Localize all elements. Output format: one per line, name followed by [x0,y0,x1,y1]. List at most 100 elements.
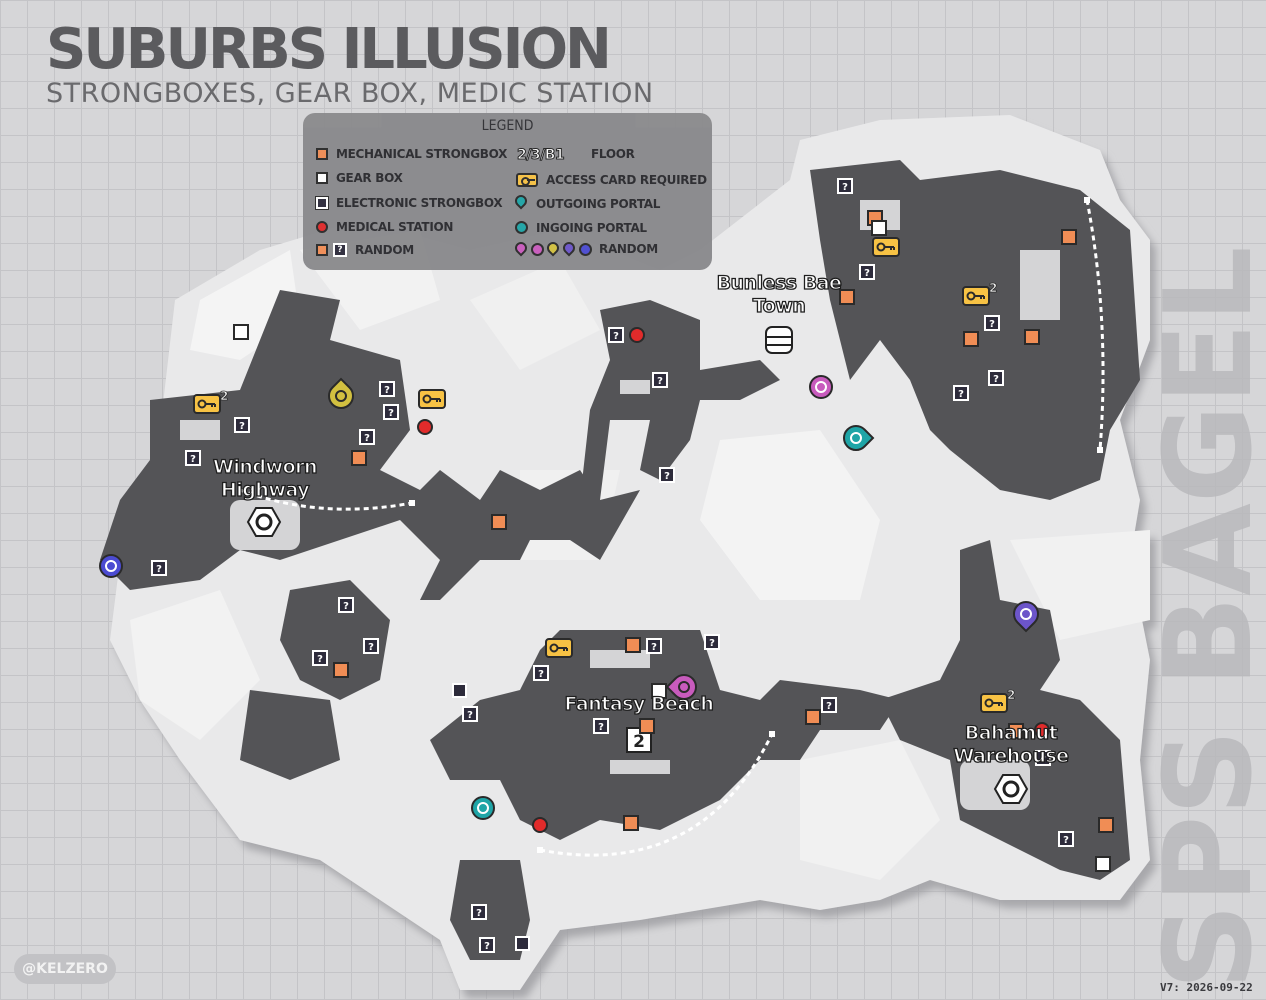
question-mark-icon: ? [379,381,395,397]
portal-pin-icon [328,377,354,409]
location-windworn-highway: Windworn Highway [205,455,325,502]
electronic-strongbox [515,936,530,951]
svg-text:?: ? [993,374,999,385]
svg-text:?: ? [239,421,245,432]
legend-panel: LEGEND MECHANICAL STRONGBOX GEAR BOX ELE… [303,113,712,270]
svg-text:?: ? [613,331,619,342]
electronic-strongbox-swatch [315,196,329,210]
svg-text:?: ? [476,908,482,919]
mechanical-strongbox [625,637,641,653]
legend-random-left: RANDOM [355,243,414,257]
medical-station [532,817,548,833]
mechanical-strongbox-swatch [316,148,328,160]
mechanical-strongbox [1024,329,1040,345]
medical-stations [417,327,1050,833]
question-mark-icon: ? [312,650,328,666]
mechanical-strongboxes [333,210,1114,833]
barrel-icon [765,326,793,354]
svg-text:?: ? [1063,835,1069,846]
svg-text:?: ? [190,454,196,465]
svg-text:?: ? [709,638,715,649]
question-mark-icon: ? [151,560,167,576]
question-mark-icon: ? [652,372,668,388]
svg-text:?: ? [368,642,374,653]
electronic-strongboxes [452,683,530,951]
portal-ring-icon [515,221,528,234]
gear-box-swatch [316,172,328,184]
svg-text:?: ? [484,941,490,952]
key-card-icon [516,173,538,187]
medical-station [629,327,645,343]
question-mark-icon: ? [462,706,478,722]
question-mark-icon: ? [704,634,720,650]
svg-text:2: 2 [1007,688,1015,702]
mechanical-strongbox [963,331,979,347]
key-card-icon [872,237,900,257]
question-mark-icon: ? [659,467,675,483]
hexagon-nut-icon [246,507,282,537]
gear-boxes [233,220,1111,872]
location-label-line: Warehouse [953,744,1070,767]
location-label-line: Town [752,294,806,317]
mechanical-strongbox [639,718,655,734]
gear-box [233,324,249,340]
question-mark-icon: ? [234,417,250,433]
svg-text:?: ? [343,601,349,612]
svg-text:2: 2 [989,281,997,295]
legend-electronic: ELECTRONIC STRONGBOX [336,196,503,210]
question-mark-icon: ? [359,429,375,445]
question-mark-icon: ? [333,243,347,257]
question-mark-icon: ? [593,718,609,734]
location-label-line: Windworn [212,455,318,478]
portal-ring-icon [99,554,123,578]
svg-text:?: ? [1040,754,1046,765]
legend-gear: GEAR BOX [336,171,403,185]
medical-station-swatch [316,221,328,233]
location-bahamut-warehouse: Bahamut Warehouse [945,721,1077,768]
portal-pin-icon [843,425,875,451]
legend-outgoing: OUTGOING PORTAL [536,197,661,211]
svg-text:?: ? [388,408,394,419]
svg-text:?: ? [598,722,604,733]
question-mark-icon: ? [646,638,662,654]
svg-text:?: ? [958,389,964,400]
question-mark-icon: ? [988,370,1004,386]
legend-ingoing: INGOING PORTAL [536,221,647,235]
portal-ring-icon [809,375,833,399]
svg-text:?: ? [989,319,995,330]
svg-text:?: ? [864,268,870,279]
dashed-routes [239,199,1105,857]
svg-text:2: 2 [220,389,228,403]
svg-text:?: ? [826,701,832,712]
portal-ring-icon [471,796,495,820]
page-title: SUBURBS ILLUSION [46,17,612,82]
key-card-icon: 2 [193,389,229,414]
location-label-line: Highway [220,478,310,501]
random-mechanical-swatch [316,244,328,256]
key-card-icon: 2 [980,688,1016,713]
key-card-icon [545,638,573,658]
mechanical-strongbox [805,709,821,725]
brand-text: SPS BAGEL [1140,246,1266,990]
legend-random-right: RANDOM [599,242,658,256]
page-subtitle: STRONGBOXES, GEAR BOX, MEDIC STATION [46,78,654,109]
question-mark-icon: ? [185,450,201,466]
electronic-strongbox [452,683,467,698]
svg-text:?: ? [664,471,670,482]
mechanical-strongbox [351,450,367,466]
question-mark-icon: ? [859,264,875,280]
medical-station [417,419,433,435]
question-mark-icon: ? [533,665,549,681]
mechanical-strongbox [623,815,639,831]
gear-box [651,683,667,699]
svg-text:?: ? [657,376,663,387]
question-mark-icon: ? [821,697,837,713]
gear-box [871,220,887,236]
question-mark-icon: ? [1058,831,1074,847]
location-label-line: Bahamut [964,721,1058,744]
question-mark-icon: ? [471,904,487,920]
legend-title: LEGEND [481,118,534,134]
mechanical-strongbox [1008,723,1024,739]
svg-text:?: ? [538,669,544,680]
mechanical-strongbox [333,662,349,678]
